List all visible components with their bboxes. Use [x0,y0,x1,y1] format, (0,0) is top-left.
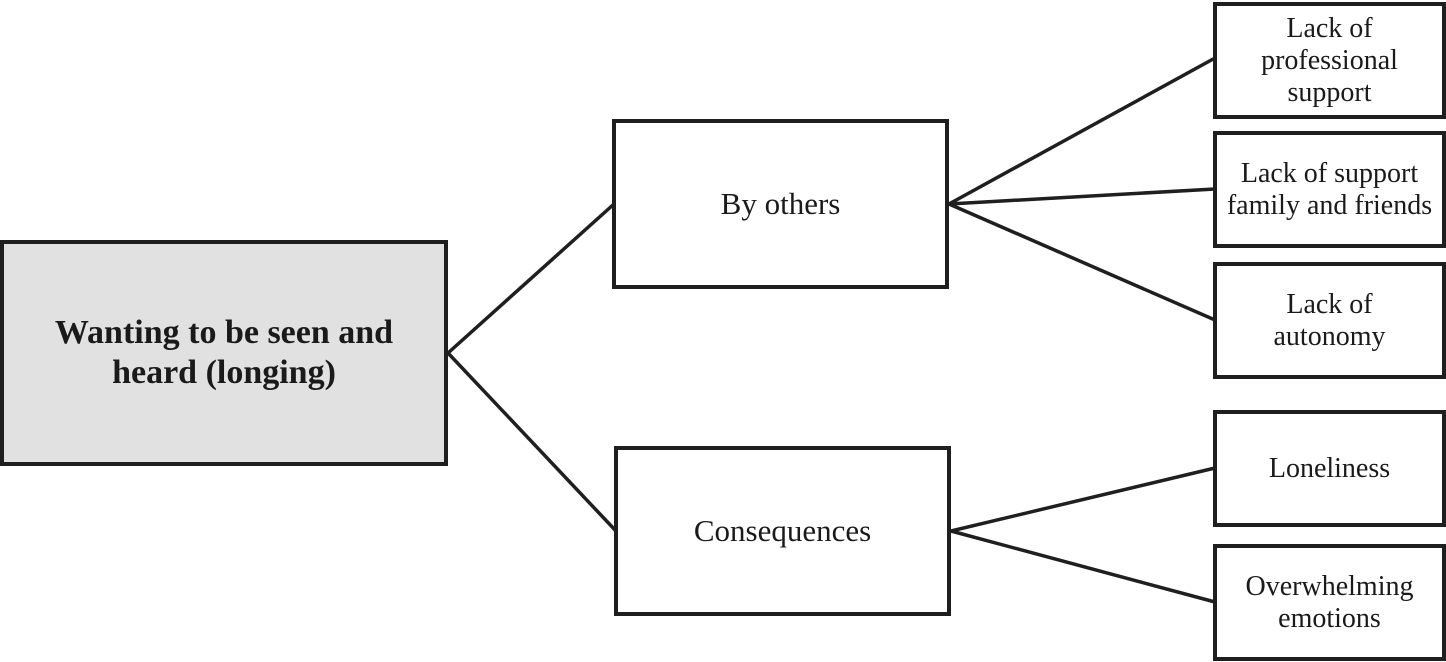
branch-node-label: By others [720,186,841,221]
connector-consequences-leaf-4 [950,466,1216,533]
leaf-node-loneliness: Loneliness [1213,410,1446,527]
leaf-node-overwhelming-emotions: Overwhelming emotions [1213,544,1446,661]
branch-node-consequences: Consequences [614,446,951,616]
leaf-node-professional-support: Lack of professional support [1213,2,1446,119]
leaf-node-label: Loneliness [1268,452,1391,484]
leaf-node-label: Lack of autonomy [1273,288,1386,352]
connector-consequences-leaf-5 [950,529,1216,604]
connector-by-others-leaf-2 [948,187,1216,206]
leaf-node-autonomy: Lack of autonomy [1213,262,1446,379]
connector-root-consequences [446,351,618,533]
connector-by-others-leaf-3 [948,202,1216,322]
leaf-node-label: Lack of support family and friends [1226,157,1433,221]
connector-by-others-leaf-1 [948,56,1216,206]
leaf-node-label: Lack of professional support [1261,12,1398,108]
leaf-node-family-friends-support: Lack of support family and friends [1213,131,1446,248]
leaf-node-label: Overwhelming emotions [1245,570,1414,634]
branch-node-by-others: By others [612,119,949,289]
root-node: Wanting to be seen and heard (longing) [0,240,448,466]
branch-node-label: Consequences [693,513,872,548]
connector-root-by-others [446,202,616,355]
root-node-label: Wanting to be seen and heard (longing) [54,314,394,391]
